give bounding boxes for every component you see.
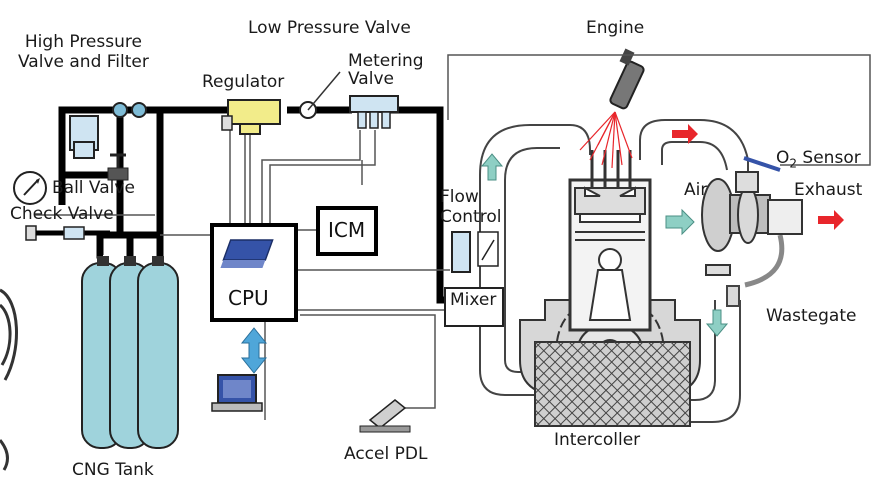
fuel-injector (579, 48, 645, 169)
laptop-icon (211, 374, 263, 412)
ball-valve (107, 153, 129, 181)
cpu-box (210, 223, 298, 322)
cng-tanks (81, 256, 179, 449)
exhaust-out-arrow (818, 210, 844, 230)
intercooler-label: Intercoller (554, 430, 641, 450)
metering-label: Metering Valve (348, 51, 424, 89)
pressure-gauge (13, 171, 47, 205)
intercooler (534, 341, 691, 427)
ball-valve-label: Ball Valve (52, 178, 135, 198)
wastegate-hose (744, 234, 785, 288)
low-pressure-label: Low Pressure Valve (248, 18, 411, 38)
accel-pdl-label: Accel PDL (344, 444, 428, 464)
cylinder (568, 150, 652, 332)
cng-tank-label: CNG Tank (72, 460, 154, 480)
exhaust-flow-arrow (672, 124, 698, 144)
tank-valve-3 (152, 256, 164, 266)
engine-label: Engine (586, 18, 645, 38)
o2-sensor-label: O2 Sensor (776, 148, 861, 171)
wastegate-actuator (726, 285, 740, 307)
hose-decoration (0, 288, 18, 471)
exhaust-label: Exhaust (794, 180, 863, 200)
flow-arrows (480, 124, 844, 337)
low-pressure-pointer (307, 71, 341, 111)
wastegate-label: Wastegate (766, 306, 857, 326)
hp-valve-icon (112, 102, 128, 118)
metering-valve (349, 95, 399, 129)
air-up-arrow-1 (480, 153, 504, 181)
control-wires (35, 54, 871, 420)
air-label: Air (684, 180, 708, 200)
tank-valve-2 (124, 256, 136, 266)
icm-box (316, 206, 378, 256)
regulator (221, 99, 281, 135)
mixer-box (444, 287, 504, 327)
air-down-arrow (705, 309, 729, 337)
turbocharger (701, 156, 803, 276)
high-pressure-label: High Pressure Valve and Filter (18, 32, 149, 72)
flow-control-label: Flow Control (440, 187, 502, 227)
cpu-label: CPU (228, 286, 269, 310)
icm-label: ICM (328, 218, 366, 242)
mixer-label: Mixer (450, 290, 497, 310)
hp-valve-icon-2 (131, 102, 147, 118)
flow-control (451, 231, 499, 273)
check-valve-label: Check Valve (10, 204, 114, 224)
high-pressure-filter (69, 102, 147, 159)
intake-exhaust-loop (479, 119, 749, 423)
air-in-arrow (665, 208, 695, 236)
tank-valve-1 (97, 256, 109, 266)
cpu-laptop-arrow (240, 327, 268, 374)
accel-pedal-icon (359, 399, 411, 433)
check-valve (25, 225, 110, 241)
tank-3 (137, 262, 179, 449)
regulator-label: Regulator (202, 72, 285, 92)
